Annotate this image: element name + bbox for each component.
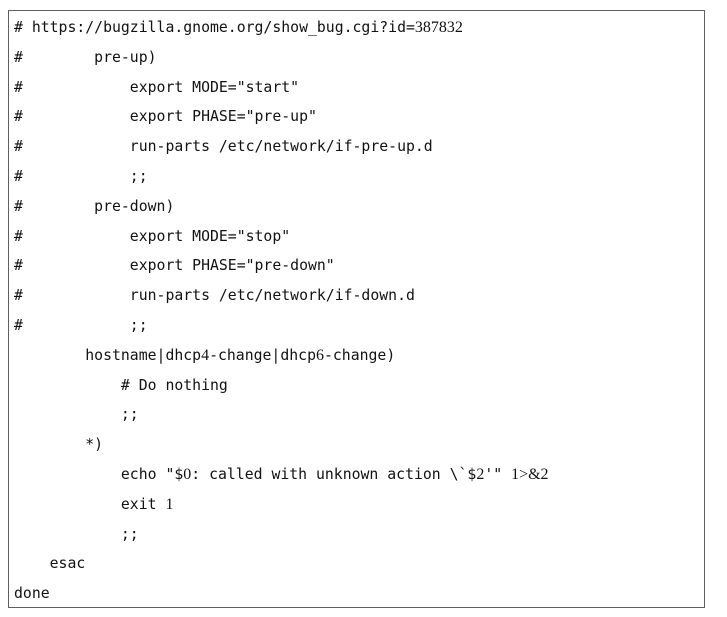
code-text: # run-parts /etc/network/if-down.d — [14, 287, 415, 305]
code-text: # ;; — [14, 167, 148, 185]
code-line: # Do nothing — [14, 371, 700, 401]
code-line: # ;; — [14, 311, 700, 341]
code-text: # export MODE="stop" — [14, 227, 291, 245]
code-text: exit — [14, 495, 166, 513]
code-line: exit 1 — [14, 490, 700, 520]
code-line: ;; — [14, 520, 700, 550]
code-text: # export PHASE="pre-down" — [14, 257, 335, 275]
code-line: # https://bugzilla.gnome.org/show_bug.cg… — [14, 13, 700, 43]
code-text: # ;; — [14, 316, 148, 334]
code-line: # pre-up) — [14, 43, 700, 73]
code-line: # export MODE="stop" — [14, 222, 700, 252]
code-line: esac — [14, 549, 700, 579]
code-text: # Do nothing — [14, 376, 228, 394]
code-text: echo "$ — [14, 465, 184, 483]
code-line: # pre-down) — [14, 192, 700, 222]
code-text: *) — [14, 436, 104, 454]
code-text: -change|dhcp — [209, 346, 316, 364]
code-line: *) — [14, 430, 700, 460]
code-line: # export MODE="start" — [14, 73, 700, 103]
serif-digit-text: 1>&2 — [511, 465, 549, 483]
code-line: # ;; — [14, 162, 700, 192]
code-text: done — [14, 585, 50, 603]
code-line: ;; — [14, 400, 700, 430]
serif-digit-text: 387832 — [414, 19, 463, 36]
code-line: hostname|dhcp4-change|dhcp6-change) — [14, 341, 700, 371]
code-text: # pre-down) — [14, 197, 175, 215]
code-text: ;; — [14, 406, 139, 424]
serif-digit-text: 0 — [183, 465, 192, 483]
code-line: # run-parts /etc/network/if-down.d — [14, 281, 700, 311]
code-line: done — [14, 579, 700, 607]
code-line: # export PHASE="pre-down" — [14, 251, 700, 281]
code-line: # run-parts /etc/network/if-pre-up.d — [14, 132, 700, 162]
serif-digit-text: 1 — [165, 495, 174, 513]
code-line: # export PHASE="pre-up" — [14, 102, 700, 132]
code-text: '" — [484, 465, 512, 483]
serif-digit-text: 4 — [201, 346, 210, 364]
code-text: # run-parts /etc/network/if-pre-up.d — [14, 138, 433, 156]
code-text: hostname|dhcp — [14, 346, 202, 364]
code-text: -change) — [323, 346, 396, 364]
code-line: echo "$0: called with unknown action \`$… — [14, 460, 700, 490]
code-text: # https://bugzilla.gnome.org/show_bug.cg… — [14, 19, 415, 36]
code-text: esac — [14, 555, 86, 573]
code-text: # export MODE="start" — [14, 78, 300, 96]
serif-digit-text: 6 — [315, 346, 324, 364]
code-text: # pre-up) — [14, 48, 157, 66]
serif-digit-text: 2 — [476, 465, 485, 483]
code-text: : called with unknown action \`$ — [191, 465, 477, 483]
code-block: # https://bugzilla.gnome.org/show_bug.cg… — [8, 10, 705, 608]
code-text: ;; — [14, 525, 139, 543]
code-text: # export PHASE="pre-up" — [14, 108, 317, 126]
